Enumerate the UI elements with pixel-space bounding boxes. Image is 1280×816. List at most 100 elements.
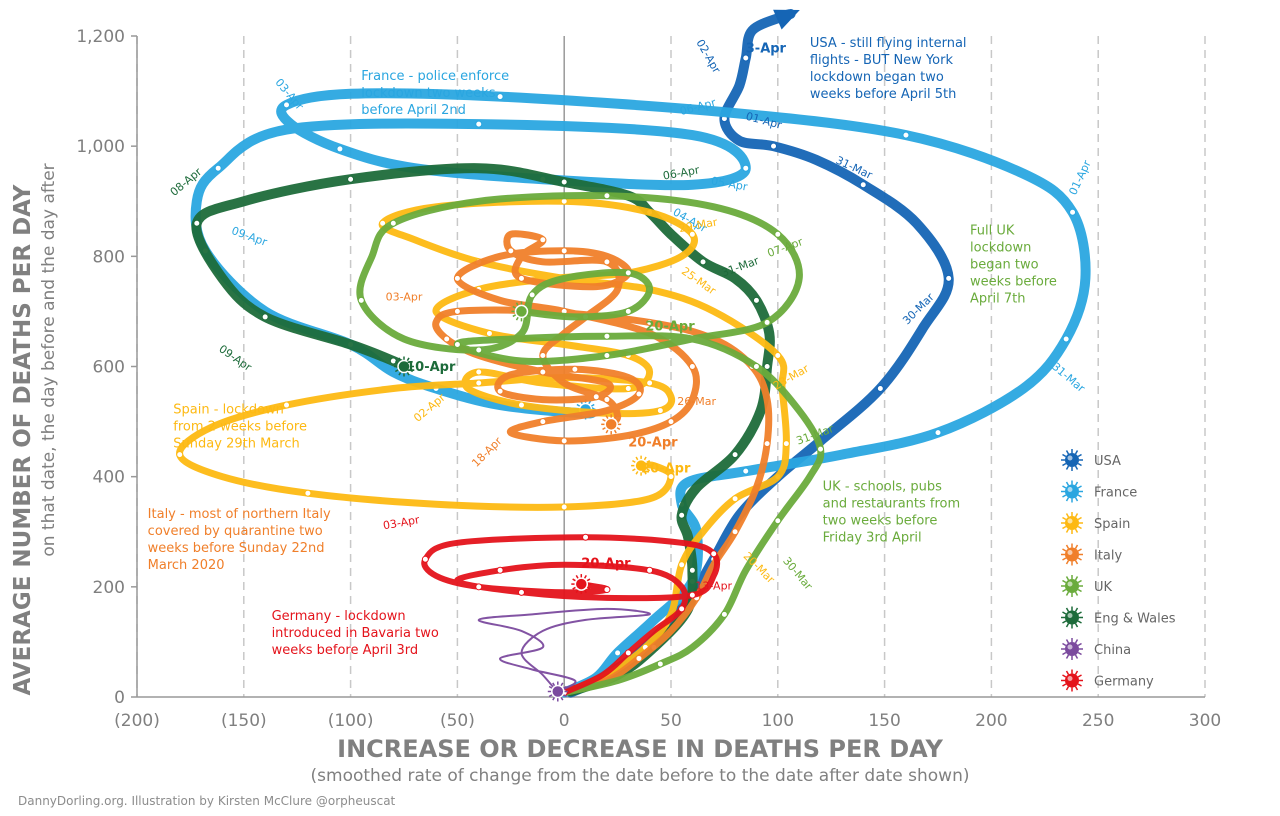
day-marker — [582, 533, 590, 541]
legend-swatch-ray — [1077, 683, 1082, 687]
legend-swatch-ray — [1062, 557, 1067, 561]
legend-swatch-ray — [1065, 670, 1070, 675]
date-label: 18-Apr — [469, 434, 505, 470]
legend-label: Eng & Wales — [1094, 612, 1176, 627]
annotation-line: UK - schools, pubs — [823, 479, 942, 494]
date-label: 09-Apr — [230, 224, 269, 249]
legend-swatch — [1065, 642, 1079, 656]
day-marker — [720, 610, 728, 618]
legend-swatch-ray — [1065, 497, 1070, 502]
legend-swatch-ray — [1065, 639, 1070, 644]
annotation-line: USA - still flying internal — [810, 36, 967, 51]
annotation-line: Friday 3rd April — [823, 530, 922, 545]
day-marker — [475, 368, 483, 376]
annotation-line: Full UK — [970, 223, 1015, 238]
end-marker — [394, 356, 414, 377]
day-marker — [656, 660, 664, 668]
legend-swatch-ray — [1074, 481, 1079, 486]
legend-swatch-ray — [1074, 560, 1079, 565]
date-label: 31-Mar — [1049, 360, 1087, 395]
legend-swatch-ray — [1062, 588, 1067, 593]
day-marker — [731, 528, 739, 536]
day-marker — [678, 511, 686, 519]
x-tick-label: 100 — [762, 711, 794, 731]
legend-label: France — [1094, 486, 1137, 501]
day-marker — [667, 473, 675, 481]
day-marker — [421, 555, 429, 563]
day-marker — [782, 440, 790, 448]
day-marker — [389, 219, 397, 227]
end-marker-dot — [397, 359, 411, 374]
legend-swatch-highlight — [1067, 676, 1073, 681]
end-date-label: 20-Apr — [645, 320, 695, 335]
day-marker — [688, 363, 696, 370]
legend-swatch-ray — [1065, 607, 1070, 612]
annotation-line: flights - BUT New York — [810, 53, 954, 68]
annotation-line: March 2020 — [148, 558, 225, 573]
series-line-uk — [356, 191, 825, 697]
legend-swatch-ray — [1065, 481, 1070, 486]
legend-swatch-ray — [1065, 686, 1070, 691]
end-marker-dot — [551, 684, 565, 699]
day-marker — [560, 503, 568, 511]
series-line-germany — [421, 534, 721, 696]
end-marker — [601, 414, 622, 435]
day-marker — [357, 296, 365, 304]
day-marker — [603, 351, 611, 359]
legend-swatch-ray — [1065, 654, 1070, 659]
x-tick-label: 0 — [559, 711, 570, 731]
series-line-china — [477, 607, 651, 694]
legend-swatch — [1065, 453, 1079, 467]
end-date-label: 10-Apr — [406, 360, 456, 375]
annotation-line: Spain - lockdown — [173, 402, 284, 417]
legend-swatch-ray — [1062, 651, 1067, 656]
day-marker — [517, 588, 525, 596]
legend-item: France — [1061, 480, 1137, 503]
legend-swatch-ray — [1065, 528, 1070, 533]
annotation-line: covered by quarantine two — [148, 524, 323, 539]
day-marker — [646, 566, 654, 574]
legend-swatch-highlight — [1067, 613, 1073, 618]
day-marker — [774, 351, 782, 359]
day-marker — [624, 385, 632, 393]
legend-swatch-ray — [1074, 639, 1079, 644]
x-tick-label: 50 — [660, 711, 682, 731]
day-marker — [699, 258, 707, 266]
legend-swatch-ray — [1077, 651, 1082, 656]
annotation-line: weeks before — [970, 274, 1057, 289]
day-marker — [539, 351, 547, 359]
day-marker — [496, 566, 504, 574]
legend-swatch-ray — [1062, 485, 1067, 489]
annotation-line: lockdown two weeks — [361, 86, 495, 101]
legend-swatch-ray — [1077, 642, 1082, 647]
legend-swatch-ray — [1077, 525, 1082, 530]
legend-swatch-ray — [1077, 579, 1082, 584]
day-marker — [1062, 335, 1070, 343]
legend-swatch-ray — [1062, 620, 1067, 624]
date-label: 23-Mar — [771, 362, 811, 393]
day-marker — [603, 332, 611, 340]
legend-swatch-highlight — [1067, 518, 1073, 524]
date-label: 13-Apr — [695, 580, 732, 593]
legend-swatch-highlight — [1067, 455, 1073, 461]
legend-swatch-ray — [1062, 683, 1067, 687]
day-marker — [443, 335, 451, 343]
legend-swatch-ray — [1077, 453, 1082, 458]
date-label: 09-Apr — [216, 342, 254, 374]
annotation-line: France - police enforce — [361, 69, 509, 84]
legend-swatch-ray — [1074, 686, 1079, 691]
annotation: France - police enforce lockdown two week… — [361, 69, 509, 118]
annotation-line: Germany - lockdown — [272, 609, 406, 624]
legend-swatch-ray — [1062, 525, 1067, 530]
day-marker — [539, 418, 547, 426]
legend-swatch-ray — [1062, 611, 1067, 615]
day-marker — [731, 451, 739, 459]
day-marker — [517, 274, 525, 282]
end-marker — [547, 681, 568, 702]
day-marker — [774, 517, 782, 525]
y-tick-label: 0 — [114, 688, 125, 708]
day-marker — [475, 120, 483, 128]
day-marker — [214, 164, 222, 172]
